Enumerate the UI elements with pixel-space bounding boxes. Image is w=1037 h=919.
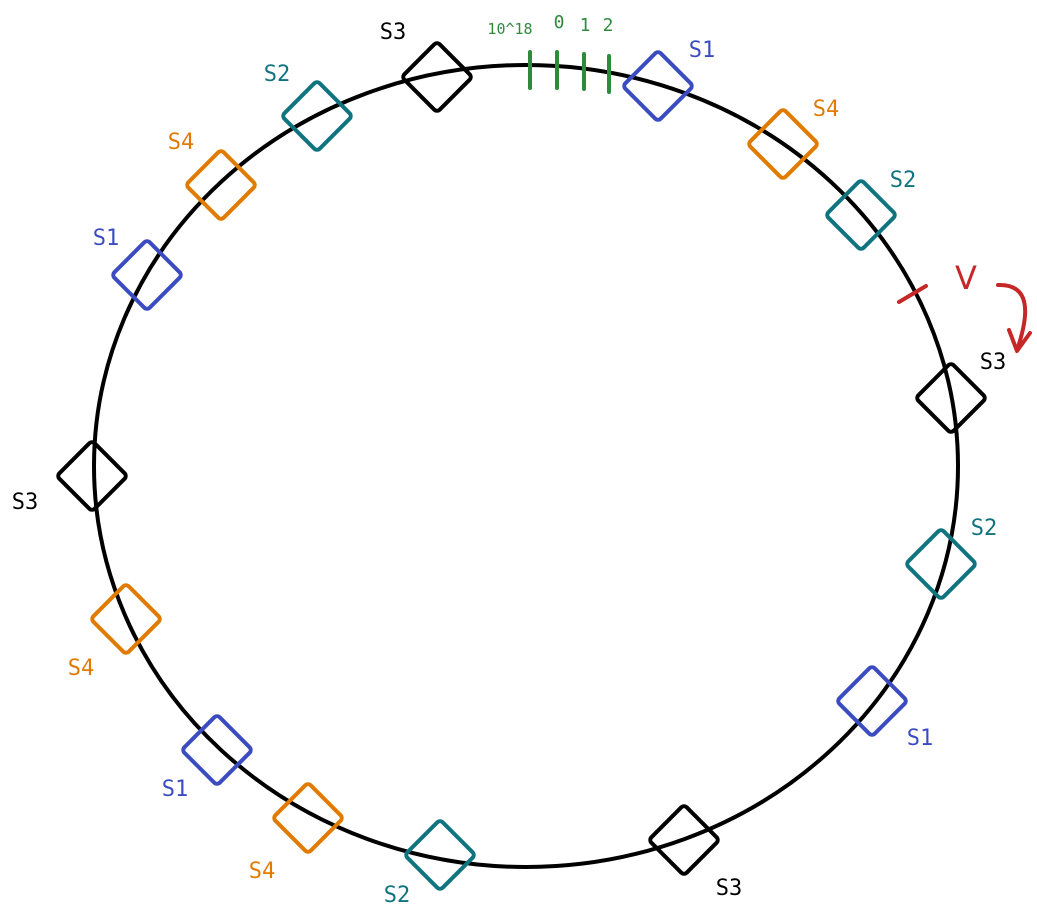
- virtual-node: S2: [264, 62, 353, 152]
- node-diamond: [825, 179, 897, 251]
- node-label: S4: [68, 656, 95, 681]
- node-diamond: [272, 782, 344, 854]
- node-diamond: [185, 149, 257, 221]
- position-ticks: [528, 50, 611, 94]
- node-label: S1: [93, 226, 120, 251]
- virtual-node: S2: [825, 168, 917, 251]
- node-diamond: [404, 819, 476, 891]
- node-label: S4: [249, 859, 276, 884]
- node-label: S3: [380, 20, 407, 45]
- node-label: S3: [12, 490, 39, 515]
- virtual-node: S4: [68, 583, 162, 681]
- node-diamond: [915, 362, 987, 434]
- virtual-node: S3: [12, 440, 128, 515]
- tick-label: 2: [603, 15, 614, 36]
- node-diamond: [747, 108, 819, 180]
- virtual-node: S4: [249, 782, 344, 884]
- node-diamond: [90, 583, 162, 655]
- tick-label: 10^18: [487, 20, 532, 38]
- virtual-node: S3: [915, 350, 1007, 434]
- clockwise-arrow: [996, 282, 1028, 352]
- virtual-node: S4: [168, 130, 257, 221]
- node-diamond: [56, 440, 128, 512]
- node-diamond: [281, 80, 353, 152]
- virtual-node: S1: [93, 226, 183, 311]
- tick-label: 1: [580, 15, 591, 36]
- node-label: S1: [162, 777, 189, 802]
- node-label: S1: [689, 38, 716, 63]
- key-marker: V: [897, 259, 1032, 353]
- node-diamond: [905, 528, 977, 600]
- node-label: S2: [971, 516, 998, 541]
- virtual-node: S1: [162, 714, 253, 802]
- virtual-node: S1: [622, 38, 716, 122]
- virtual-node: S3: [648, 804, 743, 901]
- key-marker-tick: [897, 284, 928, 304]
- node-label: S2: [384, 883, 411, 908]
- node-diamond: [111, 239, 183, 311]
- node-label: S3: [980, 350, 1007, 375]
- hash-ring: [92, 63, 960, 869]
- node-diamond: [401, 41, 473, 113]
- node-diamond: [836, 665, 908, 737]
- node-diamond: [622, 50, 694, 122]
- node-label: S1: [907, 726, 934, 751]
- virtual-node: S1: [836, 665, 934, 751]
- node-label: S4: [813, 97, 840, 122]
- tick-label: 0: [554, 12, 565, 33]
- node-label: S4: [168, 130, 195, 155]
- virtual-node: S4: [747, 97, 840, 180]
- virtual-node: S3: [380, 20, 473, 113]
- node-diamond: [648, 804, 720, 876]
- virtual-node: S2: [384, 819, 476, 908]
- arrow-head-icon: [1007, 328, 1032, 353]
- virtual-node: S2: [905, 516, 998, 600]
- node-label: S3: [716, 876, 743, 901]
- node-label: S2: [890, 168, 917, 193]
- node-label: S2: [264, 62, 291, 87]
- virtual-nodes: S3 S1 S4 S2 S3 S2 S1 S3: [12, 20, 1007, 908]
- node-diamond: [181, 714, 253, 786]
- key-marker-label: V: [955, 259, 977, 297]
